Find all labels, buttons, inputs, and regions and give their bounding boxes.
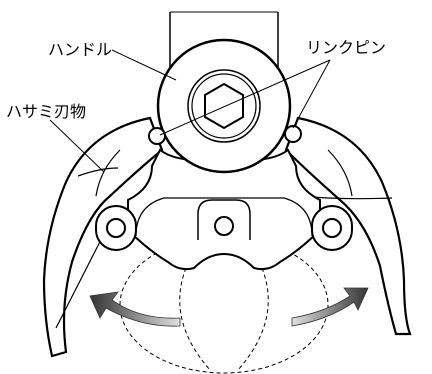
hexagon-socket-icon	[204, 82, 244, 130]
handle-head	[156, 38, 292, 174]
link-pin-left	[148, 127, 166, 145]
lug-right	[311, 205, 353, 251]
handle-label: ハンドル	[48, 40, 113, 59]
lug-center	[214, 216, 234, 236]
gripped-object-outline	[119, 236, 329, 374]
scissor-blade-label: ハサミ刃物	[6, 102, 87, 121]
link-pin-right	[284, 125, 302, 143]
leader-lines	[49, 49, 331, 173]
shaft	[169, 11, 279, 70]
link-plate	[127, 148, 321, 271]
curved-arrow-icon-right	[291, 287, 369, 327]
curved-arrow-icon-left	[89, 291, 181, 327]
link-pin-label: リンクピン	[306, 38, 387, 57]
lug-left	[95, 205, 137, 251]
scissor-blade-right	[284, 116, 412, 336]
